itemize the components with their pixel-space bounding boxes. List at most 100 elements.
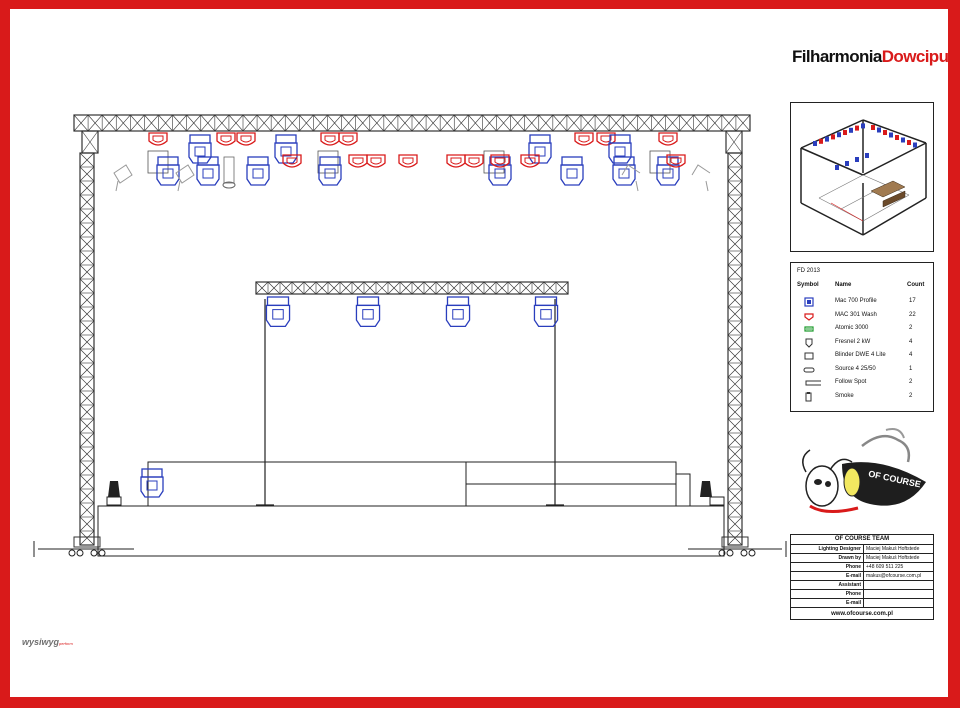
- riser-right-bottom: [465, 483, 677, 507]
- top-truss: [73, 114, 751, 154]
- fixture-legend: FD 2013 Symbol Name Count Mac 700 Profil…: [790, 262, 934, 412]
- legend-item-count: 17: [909, 298, 916, 304]
- mac700-fixture: [528, 134, 552, 164]
- mac700-fixture: [560, 156, 584, 186]
- mac301-fixture: [338, 132, 358, 146]
- title-block-label: Assistant: [838, 582, 861, 588]
- title-block-label: Lighting Designer: [818, 546, 862, 552]
- title-block-value: [863, 599, 934, 607]
- legend-item-count: 4: [909, 338, 913, 345]
- isometric-truss-drawing: [800, 119, 927, 236]
- mac301-fixture: [148, 132, 168, 146]
- title-block-row: Phone: [791, 590, 933, 599]
- mac301-fixture: [366, 154, 386, 168]
- title-block-row: Phone+48 609 511 225: [791, 563, 933, 572]
- stage-elevation-drawing: [33, 114, 787, 557]
- blinder-left: [106, 481, 122, 506]
- title-block-value: [863, 581, 934, 589]
- mac700-fixture: [488, 156, 512, 186]
- title-block-label: Drawn by: [838, 555, 861, 561]
- mac301-fixture: [446, 154, 466, 168]
- riser-step: [675, 473, 691, 507]
- fresnel-fixture: [113, 164, 133, 192]
- title-block-team: OF COURSE TEAM: [791, 535, 933, 545]
- mac700-fixture: [656, 156, 680, 186]
- legend-item-count: 2: [909, 379, 913, 385]
- title-block-label: E-mail: [845, 573, 861, 579]
- title-block-value: Maciej Makuś Hoftstede: [863, 545, 934, 553]
- title-block-row: Assistant: [791, 581, 933, 590]
- title-block-row: E-mail: [791, 599, 933, 608]
- isometric-view: [790, 102, 934, 252]
- brand-logo-part2: Dowcipu: [881, 47, 948, 66]
- mac700-fixture: [188, 134, 212, 164]
- fresnel-fixture: [691, 164, 711, 192]
- legend-row: MAC 301 Wash 22: [791, 310, 933, 322]
- watermark-logo: wysiwyg: [22, 637, 60, 647]
- stage-front: [97, 505, 725, 557]
- title-block-website: www.ofcourse.com.pl: [831, 611, 893, 617]
- mac700-fixture: [265, 296, 291, 328]
- fresnel-fixture: [175, 164, 195, 192]
- blinder-right: [700, 481, 725, 506]
- riser-right-top: [465, 461, 677, 485]
- mac301-fixture: [348, 154, 368, 168]
- legend-item-count: 22: [909, 311, 916, 318]
- mac700-fixture: [533, 296, 559, 328]
- mac301-fixture: [666, 154, 686, 168]
- mac700-fixture: [445, 296, 471, 328]
- wysiwyg-watermark: wysiwygperform: [22, 637, 82, 653]
- mac301-fixture: [320, 132, 340, 146]
- mac301-fixture: [236, 132, 256, 146]
- watermark-sub: perform: [59, 641, 73, 646]
- mid-truss: [255, 281, 569, 295]
- legend-item-name: Blinder DWE 4 Lite: [835, 352, 886, 358]
- legend-title: FD 2013: [797, 268, 821, 274]
- legend-item-name: Follow Spot: [835, 379, 867, 385]
- mac700-fixture: [140, 468, 164, 498]
- legend-item-name: Fresnel 2 kW: [835, 338, 871, 345]
- title-block-value: Maciej Makuś Hoftstede: [863, 554, 934, 562]
- title-block-value: makus@ofcourse.com.pl: [863, 572, 934, 580]
- stage-deck: [33, 461, 787, 557]
- legend-item-name: Source 4 25/50: [835, 365, 876, 372]
- mac301-fixture: [216, 132, 236, 146]
- mac700-fixture: [274, 134, 298, 164]
- legend-row: Follow Spot 2: [791, 377, 933, 389]
- truss-towers: [73, 152, 749, 548]
- title-block-label: Phone: [845, 591, 861, 597]
- legend-item-count: 2: [909, 325, 913, 331]
- source4-fixture: [222, 156, 236, 189]
- legend-header-name: Name: [835, 282, 852, 288]
- mac700-fixture: [156, 156, 180, 186]
- legend-item-count: 1: [909, 365, 913, 372]
- truss-poles: [256, 299, 564, 506]
- mac700-fixture: [355, 296, 381, 328]
- title-block-label: E-mail: [845, 600, 861, 606]
- mac301-fixture: [464, 154, 484, 168]
- riser-left: [147, 461, 467, 507]
- legend-item-name: Mac 700 Profile: [835, 298, 877, 304]
- mac700-fixture: [318, 156, 342, 186]
- mac700-fixture: [608, 134, 632, 164]
- tower-wheels: [68, 549, 756, 557]
- legend-header-symbol: Symbol: [797, 282, 819, 288]
- fresnel-fixture: [621, 164, 641, 192]
- legend-row: Source 4 25/50 1: [791, 364, 933, 376]
- title-block-value: +48 609 511 225: [863, 563, 934, 571]
- mac301-fixture: [574, 132, 594, 146]
- scroller-box: [483, 150, 505, 174]
- legend-item-count: 2: [909, 392, 913, 399]
- legend-item-count: 4: [909, 352, 913, 358]
- mac301-fixture: [398, 154, 418, 168]
- legend-item-name: MAC 301 Wash: [835, 311, 877, 318]
- legend-row: Fresnel 2 kW 4: [791, 337, 933, 349]
- lighting-fixtures: [113, 132, 711, 498]
- mac700-fixture: [196, 156, 220, 186]
- mac301-fixture: [282, 154, 302, 168]
- mac301-fixture: [490, 154, 510, 168]
